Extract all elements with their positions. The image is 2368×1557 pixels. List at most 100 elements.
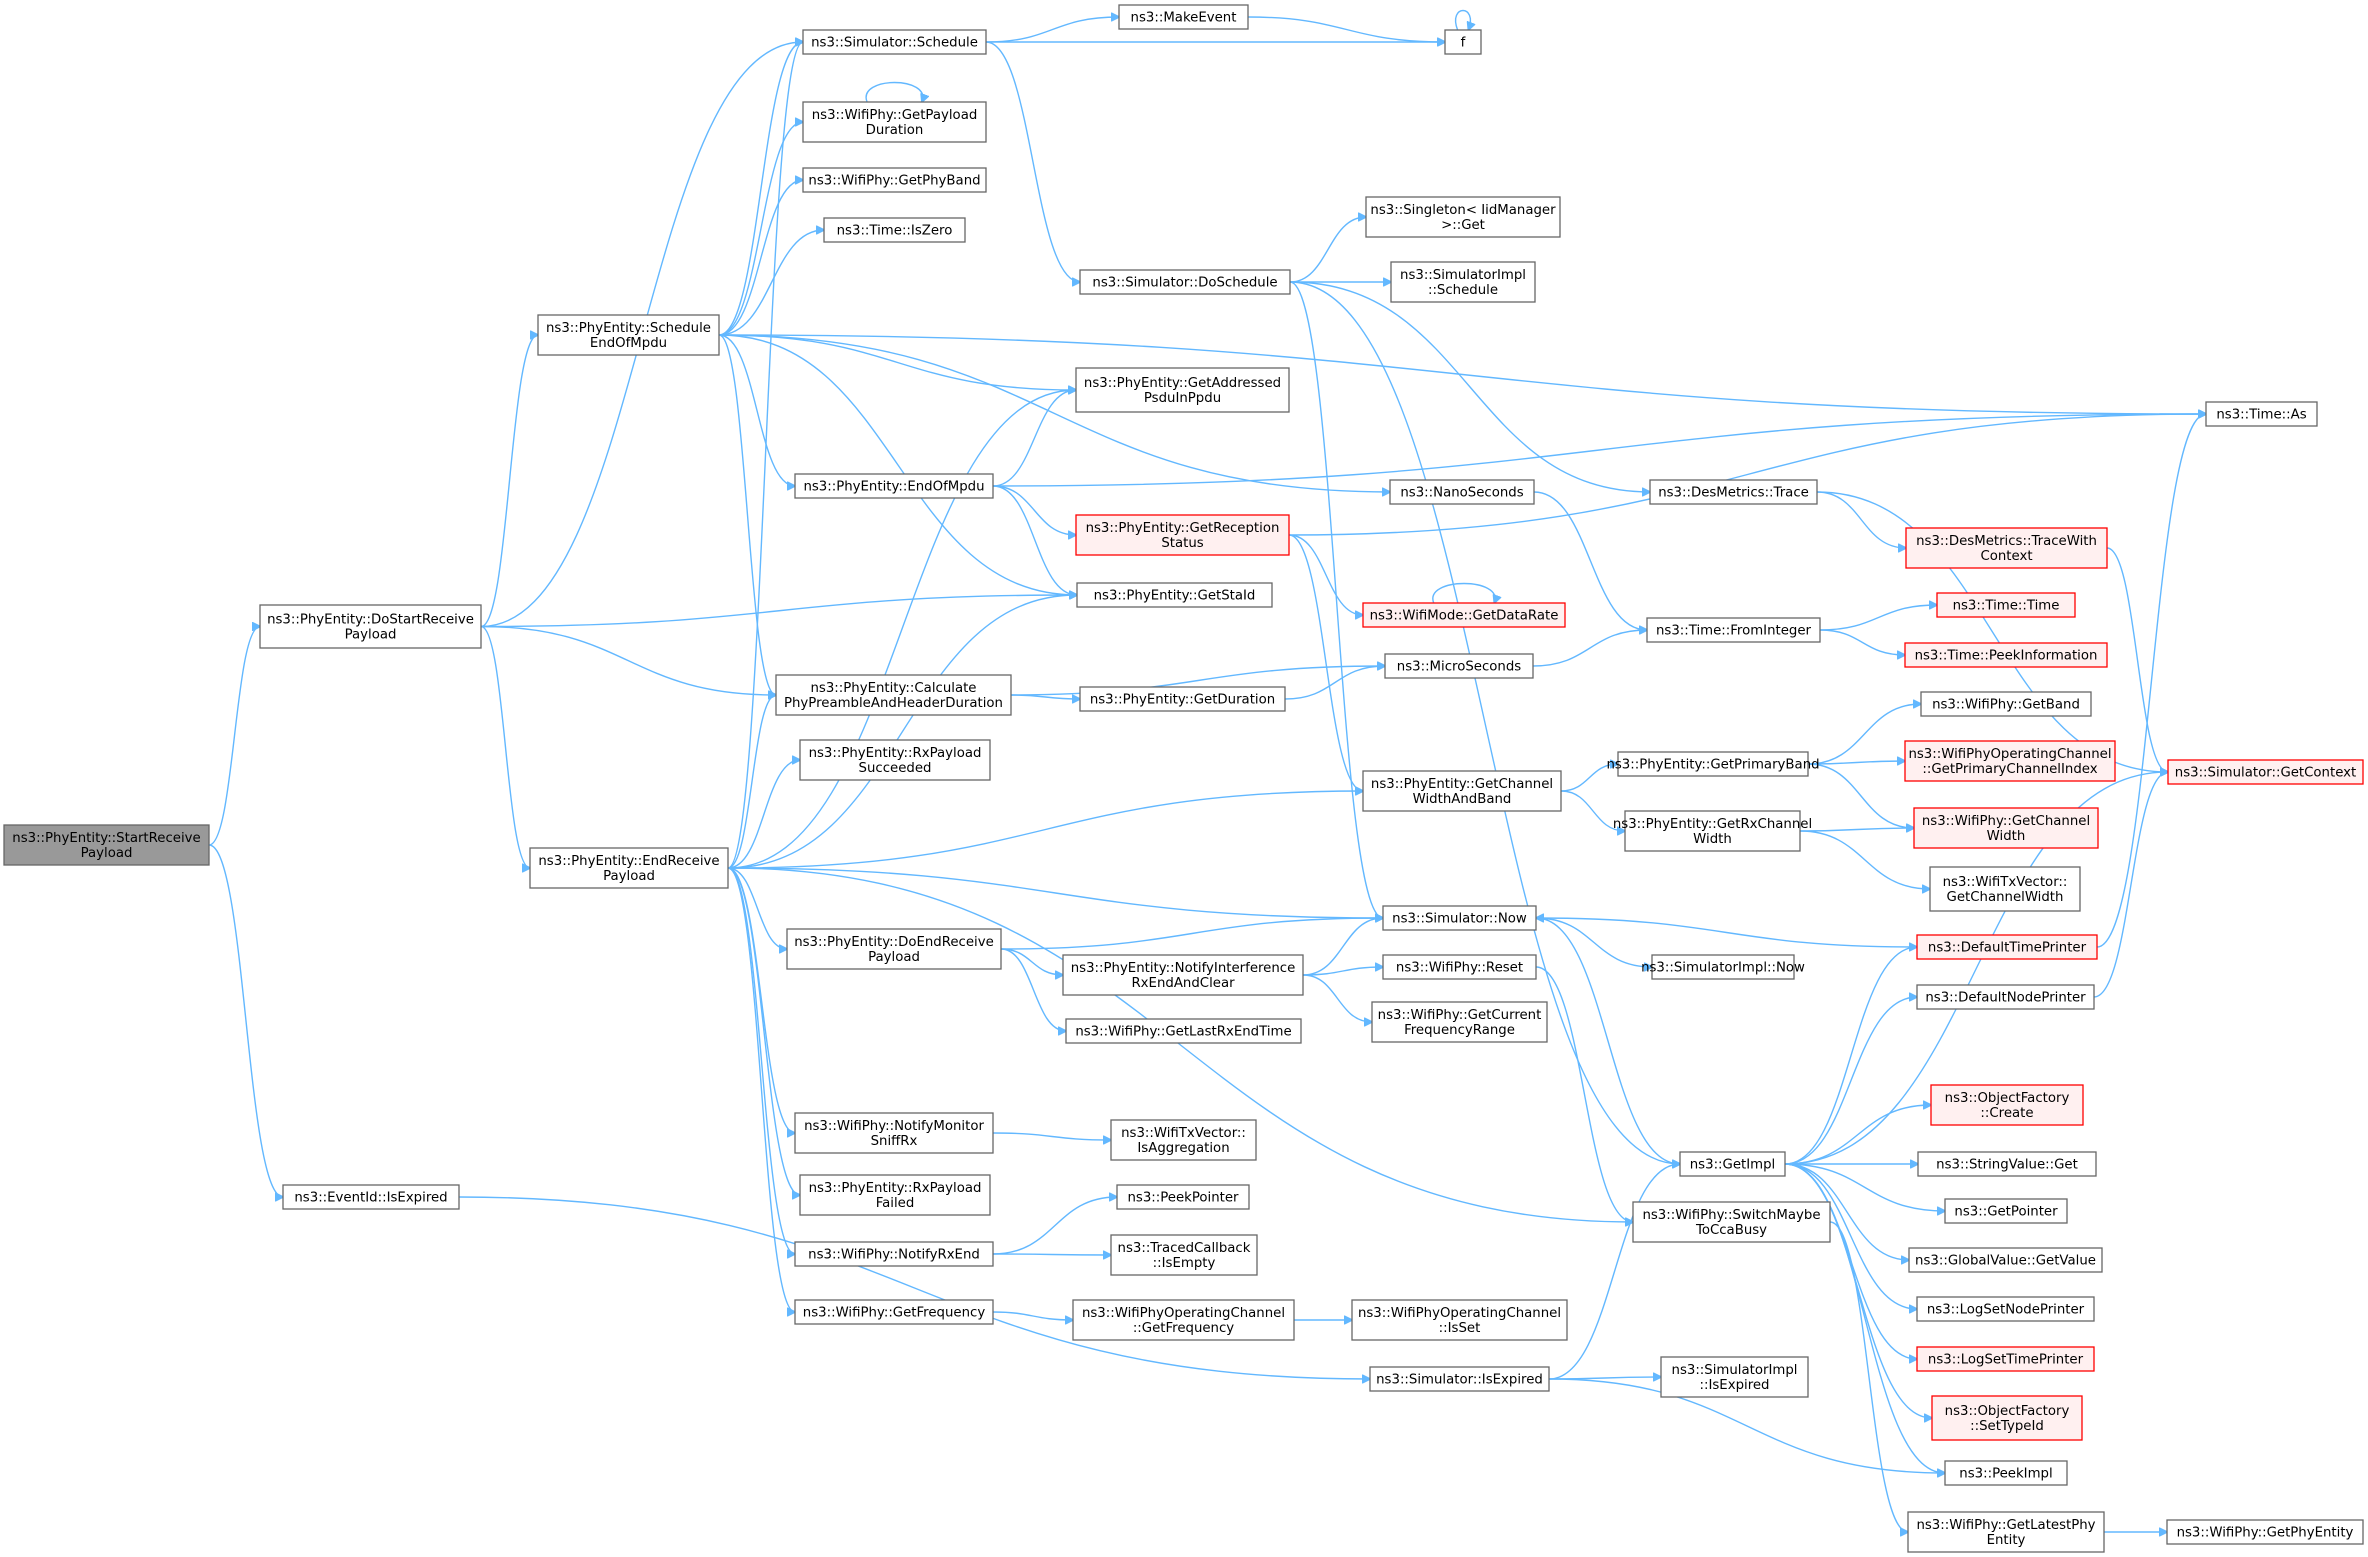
node-label: ns3::LogSetTimePrinter [1928,1353,2084,1368]
node-label: ns3::WifiPhyOperatingChannel [1358,1306,1561,1321]
node-box [794,1241,994,1267]
node-notifyInterf[interactable]: ns3::PhyEntity::NotifyInterferenceRxEndA… [1062,954,1304,996]
edge-simIsExpired-to-getImpl [1548,1164,1680,1380]
node-defTimePrinter[interactable]: ns3::DefaultTimePrinter [1916,934,2098,960]
node-label: Width [1693,832,1732,847]
node-simImplNow[interactable]: ns3::SimulatorImpl::Now [1641,954,1805,980]
node-box [1920,691,2092,717]
node-simSchedule[interactable]: ns3::Simulator::Schedule [802,29,987,55]
node-box [794,1112,994,1154]
node-label: ns3::PhyEntity::GetDuration [1090,693,1275,708]
edge-simDoSchedule-to-simNow [1289,281,1383,918]
node-box [1936,592,2076,618]
node-getChWidth[interactable]: ns3::WifiPhy::GetChannelWidth [1913,807,2099,849]
node-simNow[interactable]: ns3::Simulator::Now [1382,905,1537,931]
node-box [537,314,720,356]
node-singletonGet[interactable]: ns3::Singleton< IidManager>::Get [1365,196,1561,238]
node-label: ns3::PeekPointer [1127,1191,1239,1206]
node-label: >::Get [1441,218,1485,233]
node-box [1913,807,2099,849]
node-label: ns3::ObjectFactory [1945,1091,2070,1106]
node-logSetNode[interactable]: ns3::LogSetNodePrinter [1916,1296,2095,1322]
node-logSetTime[interactable]: ns3::LogSetTimePrinter [1916,1346,2095,1372]
node-getImpl[interactable]: ns3::GetImpl [1679,1151,1786,1177]
node-notifyRxEnd[interactable]: ns3::WifiPhy::NotifyRxEnd [794,1241,994,1267]
node-getDataRate[interactable]: ns3::WifiMode::GetDataRate [1362,602,1566,628]
node-peekImpl[interactable]: ns3::PeekImpl [1944,1460,2068,1486]
node-label: ns3::GetImpl [1690,1158,1775,1173]
node-timeAs[interactable]: ns3::Time::As [2205,401,2318,427]
node-isAggregation[interactable]: ns3::WifiTxVector::IsAggregation [1110,1119,1257,1161]
node-label: ns3::WifiPhy::NotifyRxEnd [808,1248,980,1263]
node-microSeconds[interactable]: ns3::MicroSeconds [1384,653,1534,679]
node-getDuration[interactable]: ns3::PhyEntity::GetDuration [1079,686,1286,712]
node-txVecGetChWidth[interactable]: ns3::WifiTxVector::GetChannelWidth [1929,866,2081,912]
node-label: ns3::Time::As [2216,408,2306,423]
node-getStaId[interactable]: ns3::PhyEntity::GetStaId [1076,582,1273,608]
node-eventIsExpired[interactable]: ns3::EventId::IsExpired [282,1184,460,1210]
node-stringValueGet[interactable]: ns3::StringValue::Get [1917,1151,2097,1177]
node-peekPointer[interactable]: ns3::PeekPointer [1116,1184,1250,1210]
node-objFactSetTypeId[interactable]: ns3::ObjectFactory::SetTypeId [1931,1395,2083,1441]
node-getPhyEntity[interactable]: ns3::WifiPhy::GetPhyEntity [2166,1519,2364,1545]
node-getFrequency[interactable]: ns3::WifiPhy::GetFrequency [794,1299,994,1325]
node-fromInteger[interactable]: ns3::Time::FromInteger [1646,617,1821,643]
edge-defTimePrinter-to-timeAs [2096,414,2206,948]
node-peekInfo[interactable]: ns3::Time::PeekInformation [1904,642,2108,668]
node-opChIsSet[interactable]: ns3::WifiPhyOperatingChannel::IsSet [1351,1299,1568,1341]
node-calcPreamble[interactable]: ns3::PhyEntity::CalculatePhyPreambleAndH… [775,674,1012,716]
node-timeIsZero[interactable]: ns3::Time::IsZero [823,217,966,243]
node-simIsExpired[interactable]: ns3::Simulator::IsExpired [1369,1366,1550,1392]
node-wifiReset[interactable]: ns3::WifiPhy::Reset [1382,954,1537,980]
edge-startRx-to-eventIsExpired [208,844,283,1197]
node-label: ::GetPrimaryChannelIndex [1922,762,2097,777]
node-objFactCreate[interactable]: ns3::ObjectFactory::Create [1930,1084,2084,1126]
node-label: ns3::WifiPhy::NotifyMonitor [804,1119,984,1134]
node-simGetContext[interactable]: ns3::Simulator::GetContext [2167,759,2364,785]
node-label: ns3::PhyEntity::GetRxChannel [1613,817,1812,832]
node-nanoSeconds[interactable]: ns3::NanoSeconds [1389,479,1535,505]
node-defNodePrinter[interactable]: ns3::DefaultNodePrinter [1916,984,2095,1010]
node-simDoSchedule[interactable]: ns3::Simulator::DoSchedule [1079,269,1291,295]
node-label: ns3::PhyEntity::DoStartReceive [267,613,474,628]
node-globalValueGet[interactable]: ns3::GlobalValue::GetValue [1908,1247,2103,1273]
edge-schedEndMpdu-to-nanoSeconds [718,334,1390,492]
node-f[interactable]: f [1444,29,1482,55]
node-getPrimaryBand[interactable]: ns3::PhyEntity::GetPrimaryBand [1606,751,1820,777]
node-getPhyBand[interactable]: ns3::WifiPhy::GetPhyBand [802,167,987,193]
node-box [1660,1356,1809,1398]
node-label: ns3::WifiPhy::GetPhyBand [808,174,980,189]
node-getPrimaryChIdx[interactable]: ns3::WifiPhyOperatingChannel::GetPrimary… [1904,740,2116,782]
node-desTrace[interactable]: ns3::DesMetrics::Trace [1649,479,1818,505]
edge-schedEndMpdu-to-simSchedule [718,42,803,336]
node-simImplSchedule[interactable]: ns3::SimulatorImpl::Schedule [1390,261,1536,303]
node-simImplIsExpired[interactable]: ns3::SimulatorImpl::IsExpired [1660,1356,1809,1398]
node-getBand[interactable]: ns3::WifiPhy::GetBand [1920,691,2092,717]
node-box [2167,759,2364,785]
node-getPointer[interactable]: ns3::GetPointer [1944,1198,2068,1224]
node-label: ns3::WifiPhy::GetLastRxEndTime [1075,1025,1291,1040]
node-getLastRxEnd[interactable]: ns3::WifiPhy::GetLastRxEndTime [1065,1018,1302,1044]
node-opChGetFreq[interactable]: ns3::WifiPhyOperatingChannel::GetFrequen… [1072,1299,1295,1341]
node-endOfMpdu[interactable]: ns3::PhyEntity::EndOfMpdu [794,473,994,499]
node-tracedIsEmpty[interactable]: ns3::TracedCallback::IsEmpty [1110,1234,1258,1276]
node-makeEvent[interactable]: ns3::MakeEvent [1118,4,1249,30]
node-timeTime[interactable]: ns3::Time::Time [1936,592,2076,618]
